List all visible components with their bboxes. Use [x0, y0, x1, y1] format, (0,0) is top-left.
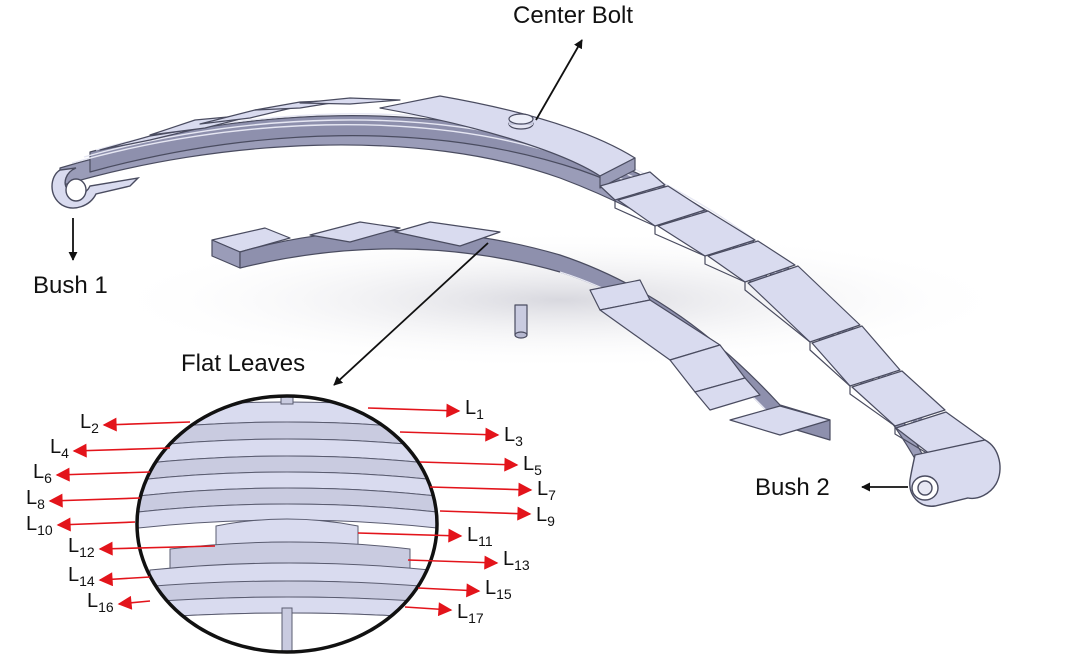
- center-bolt-label: Center Bolt: [513, 2, 633, 29]
- leaf-marker-label: L2: [80, 411, 99, 436]
- leaf-marker-label: L17: [457, 601, 484, 626]
- leaf-marker-arrow: [72, 443, 171, 458]
- leaf-marker-label: L10: [26, 513, 53, 538]
- detail-top-bolt: [280, 396, 294, 405]
- leaf-marker-arrow: [367, 403, 461, 418]
- leaf-marker-label: L1: [465, 397, 484, 422]
- leaf-step-top: [617, 185, 706, 227]
- leaf-marker-arrow: [48, 493, 141, 508]
- detail-leaf: [137, 503, 437, 531]
- bush-2-eye: [909, 439, 1001, 507]
- flat-leaves-label: Flat Leaves: [181, 350, 305, 377]
- leaf-marker-label: L8: [26, 487, 45, 512]
- leaf-step-top: [299, 97, 401, 105]
- leaf-marker-label: L5: [523, 453, 542, 478]
- leaf-marker-label: L12: [68, 535, 95, 560]
- bush-1-eye: [51, 167, 141, 209]
- leaf-marker-arrow: [117, 595, 151, 610]
- leaf-marker-label: L6: [33, 461, 52, 486]
- leaf-marker-arrow: [55, 467, 151, 482]
- detail-bottom-bolt: [281, 607, 293, 652]
- leaf-marker-arrow: [419, 457, 519, 472]
- leaf-marker-label: L9: [536, 504, 555, 529]
- leaf-step-top: [657, 210, 756, 257]
- leaf-marker-arrow: [417, 583, 481, 598]
- leaf-step-top: [599, 171, 666, 201]
- leaf-step-top: [707, 240, 796, 283]
- flat-leaves-detail: [135, 394, 439, 654]
- bottom-bolt: [514, 304, 528, 336]
- leaf-marker-arrow: [98, 572, 151, 587]
- center-bolt-arrow: [535, 39, 583, 121]
- leaf-marker-arrow: [399, 427, 500, 442]
- leaf-marker-arrow: [439, 506, 532, 521]
- bush-1-label: Bush 1: [33, 272, 108, 299]
- leaf-marker-label: L7: [537, 478, 556, 503]
- center-bolt: [508, 113, 534, 130]
- leaf-marker-arrow: [429, 482, 533, 497]
- detail-circle-border: [135, 394, 439, 654]
- leaf-step-top: [811, 325, 901, 387]
- callout-arrows: [68, 39, 908, 492]
- bush-2-label: Bush 2: [755, 474, 830, 501]
- leaf-step-top: [747, 265, 861, 343]
- leaf-marker-arrow: [98, 541, 216, 556]
- leaf-marker-arrow: [102, 417, 191, 432]
- leaf-marker-label: L3: [504, 424, 523, 449]
- leaf-marker-arrow: [56, 517, 136, 532]
- leaf-step-top: [851, 370, 946, 427]
- leaf-marker-label: L15: [485, 577, 512, 602]
- leaf-marker-label: L16: [87, 590, 114, 615]
- helper-spring: [211, 221, 831, 441]
- leaf-marker-arrow: [404, 602, 453, 617]
- leaf-marker-arrow: [357, 528, 463, 543]
- top-leaf-front: [599, 157, 636, 189]
- leaf-spring: [59, 95, 986, 489]
- leaf-marker-arrow: [407, 555, 499, 570]
- leaf-marker-label: L14: [68, 564, 95, 589]
- leaf-marker-label: L4: [50, 436, 69, 461]
- flat-leaves-arrow: [333, 242, 489, 386]
- leaf-marker-label: L13: [503, 548, 530, 573]
- leaf-marker-label: L11: [467, 524, 493, 549]
